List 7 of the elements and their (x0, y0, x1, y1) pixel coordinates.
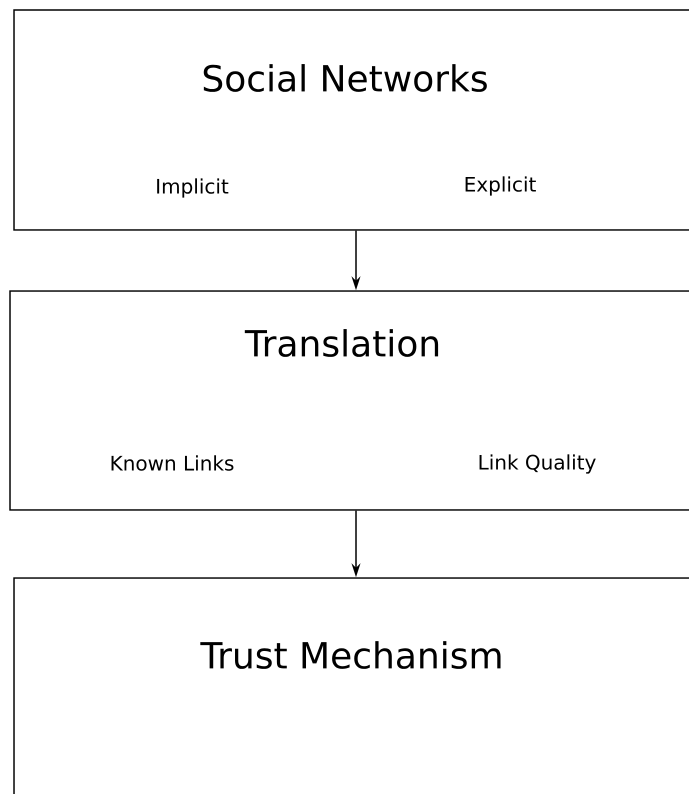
box-title: Trust Mechanism (200, 641, 501, 669)
box-title: Translation (244, 329, 438, 357)
box-title: Social Networks (204, 64, 487, 92)
box-label: Implicit (157, 178, 228, 198)
box-label: Known Links (112, 455, 234, 471)
box-label: Link Quality (480, 454, 596, 474)
box-label: Explicit (466, 176, 536, 196)
